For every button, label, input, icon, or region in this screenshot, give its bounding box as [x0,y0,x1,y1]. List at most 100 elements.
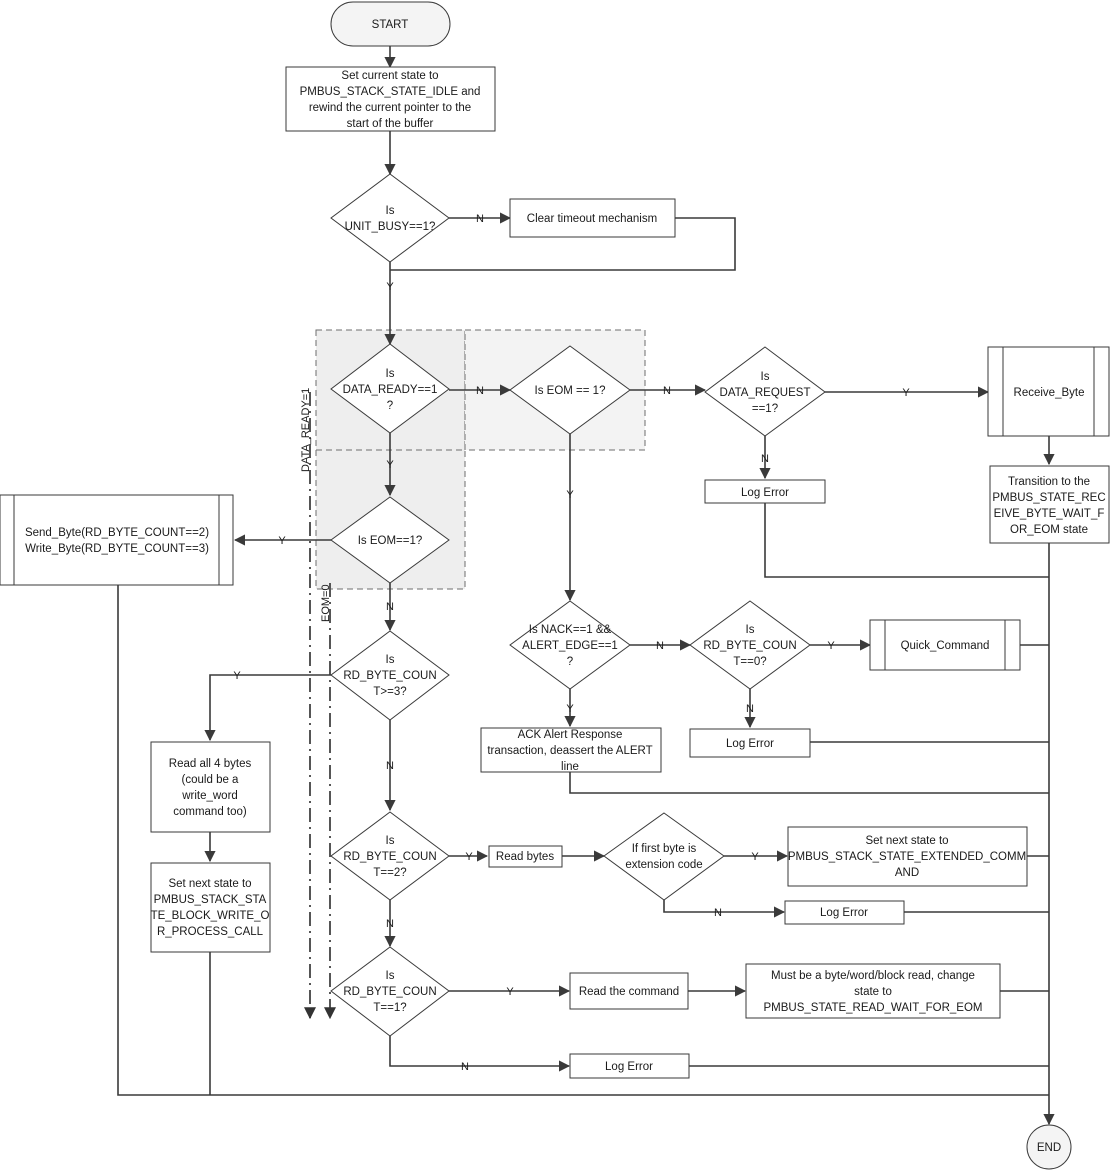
log-error-2-label: Log Error [726,738,774,750]
node-text-line: Is [761,371,770,383]
node-text-line: END [1037,1142,1061,1154]
node-text-line: ? [387,400,393,412]
node-text-line: rewind the current pointer to the [309,102,471,114]
node-text-line: Is [386,654,395,666]
node-text-line: Is [386,205,395,217]
node-text-line: line [561,761,579,773]
start-terminal: START [330,1,451,47]
node-text-line: AND [895,867,919,879]
node-text-line: Log Error [741,487,789,499]
end-label: END [1037,1142,1061,1154]
node-text-line: PMBUS_STATE_REC [992,492,1105,504]
node-text-line: Set current state to [341,70,438,82]
edge-label-y: Y [566,489,574,501]
node-text-line: EIVE_BYTE_WAIT_F [994,508,1105,520]
read-wait-eom-step: Must be a byte/word/block read, change st… [745,963,1001,1019]
node-text-line: UNIT_BUSY==1? [345,221,436,233]
data-ready-flag-annotation: DATA_READY=1 [300,388,312,472]
node-text-line: Set next state to [865,835,948,847]
node-text-line: If first byte is [632,843,697,855]
node-text-line: start of the buffer [347,118,434,130]
receive-byte-subprocess: Receive_Byte [987,346,1110,437]
quick-command-subprocess: Quick_Command [869,619,1021,671]
node-text-line: write_word [181,790,238,802]
quick-command-label: Quick_Command [901,640,990,652]
edge-label-n: N [386,918,394,930]
node-text-line: Is [386,835,395,847]
node-text-line: Write_Byte(RD_BYTE_COUNT==3) [25,543,209,555]
node-text-line: Is [386,970,395,982]
edge-label-y: Y [827,640,835,652]
log-error-3-label: Log Error [820,907,868,919]
edge-label-n: N [386,601,394,613]
node-text-line: PMBUS_STACK_STA [154,894,267,906]
node-text-line: Read all 4 bytes [169,758,252,770]
edge-label-n: N [476,213,484,225]
start-label: START [372,19,409,31]
read-bytes-label: Read bytes [496,851,554,863]
node-text-line: Is [386,368,395,380]
node-text-line: Is EOM==1? [358,535,423,547]
node-text-line: Log Error [605,1061,653,1073]
node-text-line: Transition to the [1008,476,1090,488]
edge-label-n: N [746,703,754,715]
node-text-line: Must be a byte/word/block read, change [771,970,975,982]
node-text-line: Receive_Byte [1014,387,1085,399]
node-text-line: OR_EOM state [1010,524,1088,536]
nack-alert-decision: Is NACK==1 &&ALERT_EDGE==1? [509,600,631,690]
clear-timeout-step: Clear timeout mechanism [509,198,676,238]
node-text-line: Read bytes [496,851,554,863]
node-text-line: extension code [625,859,702,871]
read-wait-eom-label: Must be a byte/word/block read, change st… [764,970,983,1014]
node-text-line: PMBUS_STACK_STATE_IDLE and [300,86,481,98]
node-text-line: Is EOM == 1? [535,385,606,397]
ext-code-decision: If first byte is extension code [603,812,725,901]
node-text-line: PMBUS_STATE_READ_WAIT_FOR_EOM [764,1002,983,1014]
node-text-line: Is [746,624,755,636]
node-text-line: START [372,19,409,31]
send-write-byte-subprocess: Send_Byte(RD_BYTE_COUNT==2) Write_Byte(RD… [0,494,234,586]
edge-label-y: Y [506,986,514,998]
edge-label-n: N [761,453,769,465]
node-text-line: state to [854,986,892,998]
read-command-step: Read the command [569,972,689,1010]
edge-label-y: Y [902,387,910,399]
node-text-line: ==1? [752,403,778,415]
node-text-line: Send_Byte(RD_BYTE_COUNT==2) [25,527,209,539]
node-text-line: (could be a [182,774,240,786]
clear-timeout-label: Clear timeout mechanism [527,213,657,225]
node-text-line: Log Error [726,738,774,750]
node-text-line: RD_BYTE_COUN [343,986,436,998]
eom-check-b-label: Is EOM==1? [358,535,423,547]
log-error-4-step: Log Error [569,1053,690,1079]
send-write-byte-label: Send_Byte(RD_BYTE_COUNT==2) Write_Byte(RD… [25,527,209,555]
edge-label-y: Y [386,459,394,471]
node-text-line: TE_BLOCK_WRITE_O [151,910,270,922]
end-terminal: END [1026,1124,1072,1170]
node-text-line: Log Error [820,907,868,919]
node-text-line: T==0? [733,656,766,668]
log-error-1-label: Log Error [741,487,789,499]
node-text-line: Read the command [579,986,679,998]
node-text-line: T>=3? [373,686,406,698]
eom-decision-a: Is EOM == 1? [509,345,631,435]
eom-flag-annotation: EOM=0 [320,584,332,622]
